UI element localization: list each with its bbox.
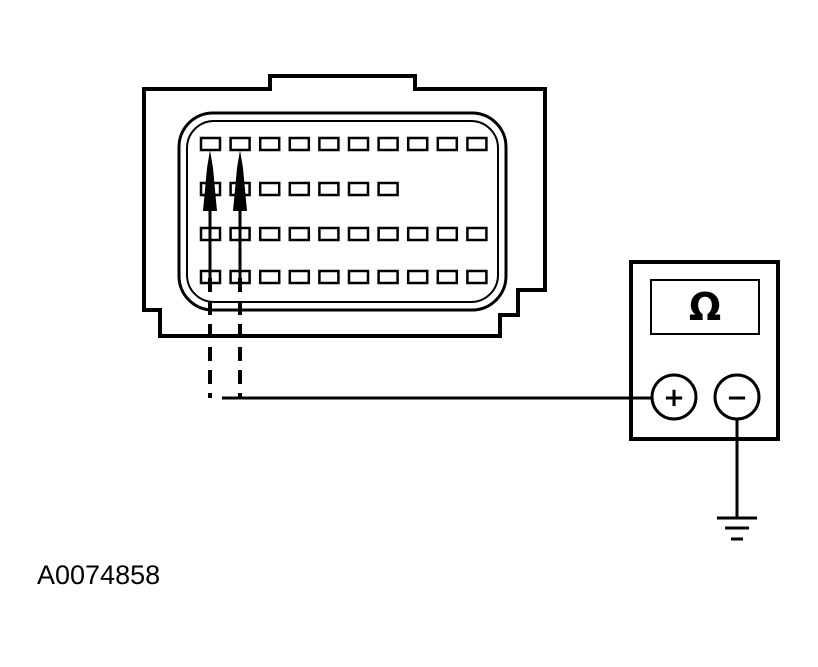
pin-cavity [377, 226, 399, 242]
pin-cavity [347, 269, 370, 285]
pin-cavity [406, 226, 429, 242]
pin-cavity [258, 269, 281, 285]
positive-terminal [650, 373, 698, 421]
connector-face-inner [186, 120, 499, 303]
figure-id: A0074858 [37, 560, 161, 590]
pin-cavity [347, 136, 370, 152]
pin-cavity [288, 226, 311, 242]
pin-cavity [377, 136, 399, 152]
pin-cavity [466, 136, 488, 152]
pin-cavity [377, 269, 399, 285]
pin-cavity [466, 269, 488, 285]
negative-terminal-label: − [726, 383, 748, 413]
pin-cavity [347, 226, 370, 242]
multimeter-display [650, 279, 760, 335]
pin-cavity [258, 136, 281, 152]
multimeter-body [629, 260, 780, 441]
pin-cavity [258, 181, 281, 197]
pin-cavity [288, 136, 311, 152]
pin-cavity [288, 181, 311, 197]
pin-cavity [436, 136, 459, 152]
pin-cavity [466, 226, 488, 242]
pin-cavity [347, 181, 370, 197]
pin-cavity [199, 136, 222, 152]
pin-cavity [406, 136, 429, 152]
pin-cavity [318, 181, 340, 197]
pin-cavity [436, 226, 459, 242]
probe-tip-2 [233, 150, 247, 211]
positive-terminal-label: + [663, 383, 685, 413]
pin-cavity [406, 269, 429, 285]
connector-housing [142, 74, 547, 338]
pin-cavity [318, 136, 340, 152]
pin-cavity [436, 269, 459, 285]
pin-cavity [229, 136, 251, 152]
ohm-symbol: Ω [689, 285, 721, 329]
pin-cavity [318, 226, 340, 242]
pin-cavity [258, 226, 281, 242]
pin-cavity [288, 269, 311, 285]
ground-symbol-icon [717, 516, 757, 541]
connector-face-outer [177, 111, 508, 312]
pin-cavity [377, 181, 399, 197]
probe-tip-1 [203, 150, 217, 211]
pin-cavity [318, 269, 340, 285]
